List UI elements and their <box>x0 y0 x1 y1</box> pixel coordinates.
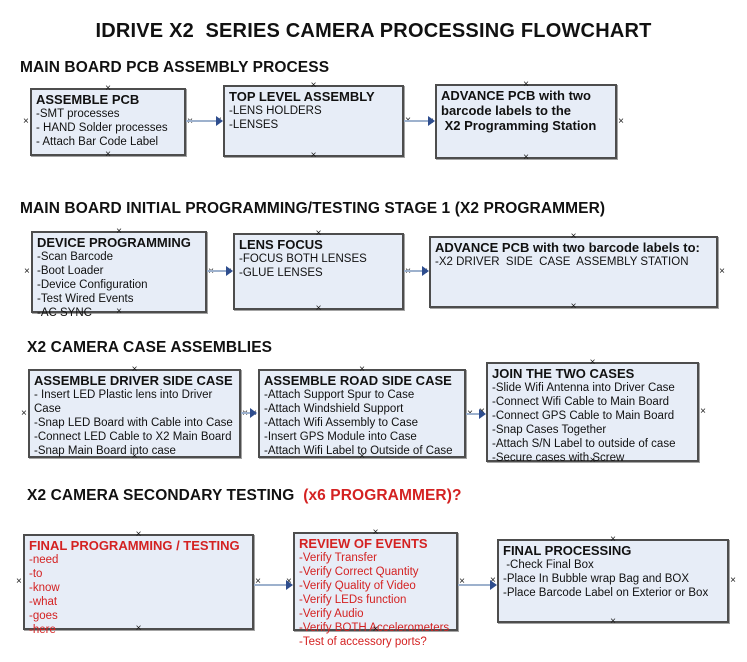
page-title: IDRIVE X2 SERIES CAMERA PROCESSING FLOWC… <box>95 20 652 42</box>
box-line: -Connect GPS Cable to Main Board <box>492 410 675 422</box>
box-line: -Test of accessory ports? <box>299 636 427 648</box>
flow-box-advance-pcb-driver-side-station[interactable]: ADVANCE PCB with two barcode labels to: … <box>429 236 718 308</box>
box-title: ADVANCE PCB with two barcode labels to t… <box>441 88 597 133</box>
box-line: -Attach Support Spur to Case <box>264 389 415 401</box>
box-line: -LENS HOLDERS <box>229 105 322 117</box>
box-title: LENS FOCUS <box>239 237 323 252</box>
section-heading-secondary-testing-black: X2 CAMERA SECONDARY TESTING <box>27 487 295 504</box>
box-line: -Place Barcode Label on Exterior or Box <box>503 587 709 599</box>
box-line: -what <box>29 596 58 608</box>
flow-box-assemble-driver-side-case[interactable]: ASSEMBLE DRIVER SIDE CASE - Insert LED P… <box>28 369 241 458</box>
box-line: -Verify Quality of Video <box>299 580 416 592</box>
box-line: - Attach Bar Code Label <box>36 136 159 148</box>
box-line: -Snap Cases Together <box>492 424 607 436</box>
box-line: -Verify Correct Quantity <box>299 566 419 578</box>
arrow-line <box>254 584 287 586</box>
box-title: JOIN THE TWO CASES <box>492 366 635 381</box>
box-title: ADVANCE PCB with two barcode labels to: <box>435 240 700 255</box>
section-heading-case-assemblies: X2 CAMERA CASE ASSEMBLIES <box>27 339 273 356</box>
box-line: -know <box>29 582 60 594</box>
box-title: FINAL PROGRAMMING / TESTING <box>29 538 240 553</box>
arrow-head-icon <box>422 266 429 276</box>
arrow-line <box>458 584 491 586</box>
flow-box-top-level-assembly[interactable]: TOP LEVEL ASSEMBLY -LENS HOLDERS -LENSES <box>223 85 404 157</box>
box-line: - HAND Solder processes <box>36 122 168 134</box>
flow-box-join-the-two-cases[interactable]: JOIN THE TWO CASES -Slide Wifi Antenna i… <box>486 362 699 464</box>
box-line: -need <box>29 554 59 566</box>
box-line: -SMT processes <box>36 108 120 120</box>
arrow-line <box>404 120 429 122</box>
box-line: -AC SYNC <box>37 307 92 319</box>
box-line: -to <box>29 568 43 580</box>
arrow-line <box>466 413 480 415</box>
box-line: -Snap Main Board into case <box>34 445 176 457</box>
box-line: -goes <box>29 610 58 622</box>
box-line: -Attach Wifi Assembly to Case <box>264 417 419 429</box>
box-line: -Attach Wifi Label to Outside of Case <box>264 445 453 457</box>
box-line: -X2 DRIVER SIDE CASE ASSEMBLY STATION <box>435 256 689 268</box>
box-line: -here <box>29 624 56 636</box>
arrow-head-icon <box>226 266 233 276</box>
flow-box-final-programming-testing[interactable]: FINAL PROGRAMMING / TESTING -need -to -k… <box>23 534 254 636</box>
arrow-head-icon <box>250 408 257 418</box>
box-line: -Slide Wifi Antenna into Driver Case <box>492 382 675 394</box>
box-line: -Verify BOTH Accelerometers <box>299 622 450 634</box>
box-line: -Place In Bubble wrap Bag and BOX <box>503 573 690 585</box>
arrow-head-icon <box>479 409 486 419</box>
box-line: -Attach Windshield Support <box>264 403 404 415</box>
box-title: TOP LEVEL ASSEMBLY <box>229 89 375 104</box>
box-line: -Secure cases with Screw <box>492 452 625 464</box>
arrow-head-icon <box>286 580 293 590</box>
box-line: -GLUE LENSES <box>239 267 323 279</box>
arrow-head-icon <box>428 116 435 126</box>
box-line: -Connect Wifi Cable to Main Board <box>492 396 670 408</box>
box-line: -Insert GPS Module into Case <box>264 431 417 443</box>
box-line: -Verify LEDs function <box>299 594 407 606</box>
section-heading-secondary-testing: X2 CAMERA SECONDARY TESTING (x6 PROGRAMM… <box>27 487 462 505</box>
box-line: -Snap LED Board with Cable into Case <box>34 417 233 429</box>
box-title: ASSEMBLE DRIVER SIDE CASE <box>34 373 233 388</box>
arrow-line <box>241 412 251 414</box>
section-heading-initial-programming: MAIN BOARD INITIAL PROGRAMMING/TESTING S… <box>20 200 606 217</box>
arrow-head-icon <box>216 116 223 126</box>
box-title: REVIEW OF EVENTS <box>299 536 428 551</box>
flow-box-device-programming[interactable]: DEVICE PROGRAMMING -Scan Barcode -Boot L… <box>31 231 207 319</box>
arrow-line <box>404 270 423 272</box>
box-title: FINAL PROCESSING <box>503 543 632 558</box>
section-heading-secondary-testing-red: (x6 PROGRAMMER)? <box>294 487 462 504</box>
section-heading-pcb-assembly: MAIN BOARD PCB ASSEMBLY PROCESS <box>20 59 330 76</box>
flow-box-final-processing[interactable]: FINAL PROCESSING -Check Final Box -Place… <box>497 539 729 623</box>
box-line: -Verify Transfer <box>299 552 377 564</box>
box-line: -Connect LED Cable to X2 Main Board <box>34 431 232 443</box>
box-title: ASSEMBLE PCB <box>36 92 140 107</box>
arrow-line <box>186 120 217 122</box>
flow-box-assemble-road-side-case[interactable]: ASSEMBLE ROAD SIDE CASE -Attach Support … <box>258 369 466 458</box>
box-line: -Device Configuration <box>37 279 148 291</box>
box-line: -Attach S/N Label to outside of case <box>492 438 676 450</box>
flow-box-advance-pcb-programming-station[interactable]: ADVANCE PCB with two barcode labels to t… <box>435 84 617 159</box>
arrow-head-icon <box>490 580 497 590</box>
box-line: -Verify Audio <box>299 608 364 620</box>
box-line: -FOCUS BOTH LENSES <box>239 253 367 265</box>
box-line: -Check Final Box <box>503 559 594 571</box>
box-line: -Scan Barcode <box>37 251 114 263</box>
box-line: - Insert LED Plastic lens into Driver Ca… <box>34 389 216 415</box>
flow-box-lens-focus[interactable]: LENS FOCUS -FOCUS BOTH LENSES -GLUE LENS… <box>233 233 404 310</box>
flow-box-assemble-pcb[interactable]: ASSEMBLE PCB -SMT processes - HAND Solde… <box>30 88 186 156</box>
box-line: -Boot Loader <box>37 265 104 277</box>
flow-box-review-of-events[interactable]: REVIEW OF EVENTS -Verify Transfer -Verif… <box>293 532 458 648</box>
box-title: ASSEMBLE ROAD SIDE CASE <box>264 373 452 388</box>
box-title: DEVICE PROGRAMMING <box>37 235 191 250</box>
box-line: -LENSES <box>229 119 279 131</box>
arrow-line <box>207 270 227 272</box>
box-line: -Test Wired Events <box>37 293 134 305</box>
